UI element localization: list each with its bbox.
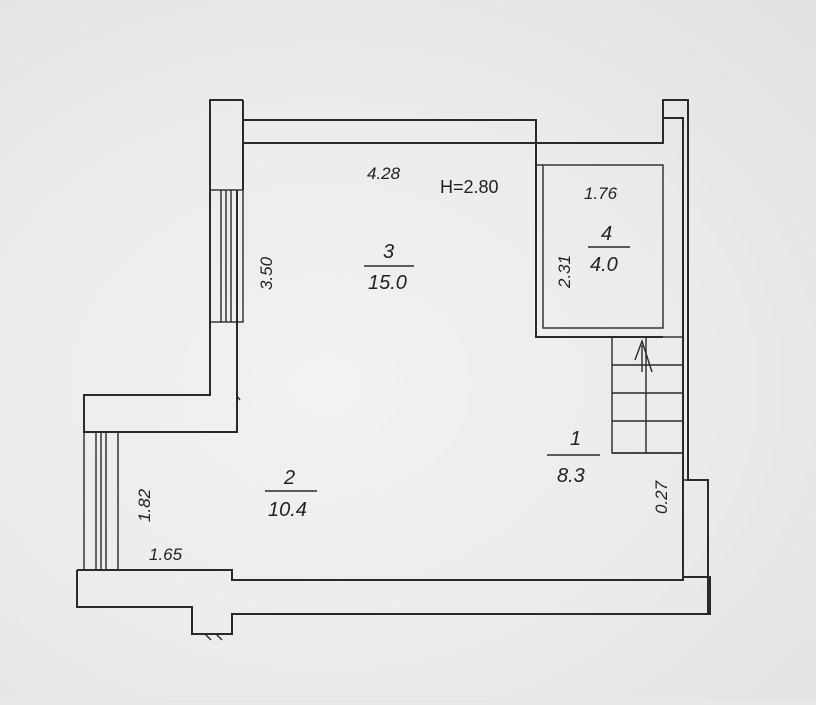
wall-tick [236,395,241,401]
room2-number: 2 [283,467,295,489]
dim-room3-width: 4.28 [367,164,401,183]
arrow-up-icon [634,338,653,373]
wall-top [243,119,537,144]
wall-left-upper [83,99,243,433]
room2-area: 10.4 [268,499,307,521]
window-left-upper [209,189,244,323]
dim-room2-depth: 1.82 [135,488,154,522]
room3-number: 3 [383,241,394,263]
entrance-marker [204,633,223,641]
dim-room4-width: 1.76 [584,184,618,203]
wall-left-mid [118,322,238,433]
dim-room2-width: 1.65 [149,545,183,564]
window-left-lower [83,431,119,571]
room1-number: 1 [570,428,581,450]
staircase [611,336,684,454]
dim-room3-depth: 3.50 [257,256,276,290]
room1-area: 8.3 [557,465,585,487]
dim-stair-offset: 0.27 [652,480,671,514]
room4-inner [542,164,664,329]
wall-right [662,99,709,614]
room3-area: 15.0 [368,272,407,294]
height-label: H=2.80 [440,177,499,197]
dim-room4-depth: 2.31 [555,255,574,289]
room4-area: 4.0 [590,254,618,276]
room4-number: 4 [601,223,612,245]
room4-outer [535,143,663,338]
